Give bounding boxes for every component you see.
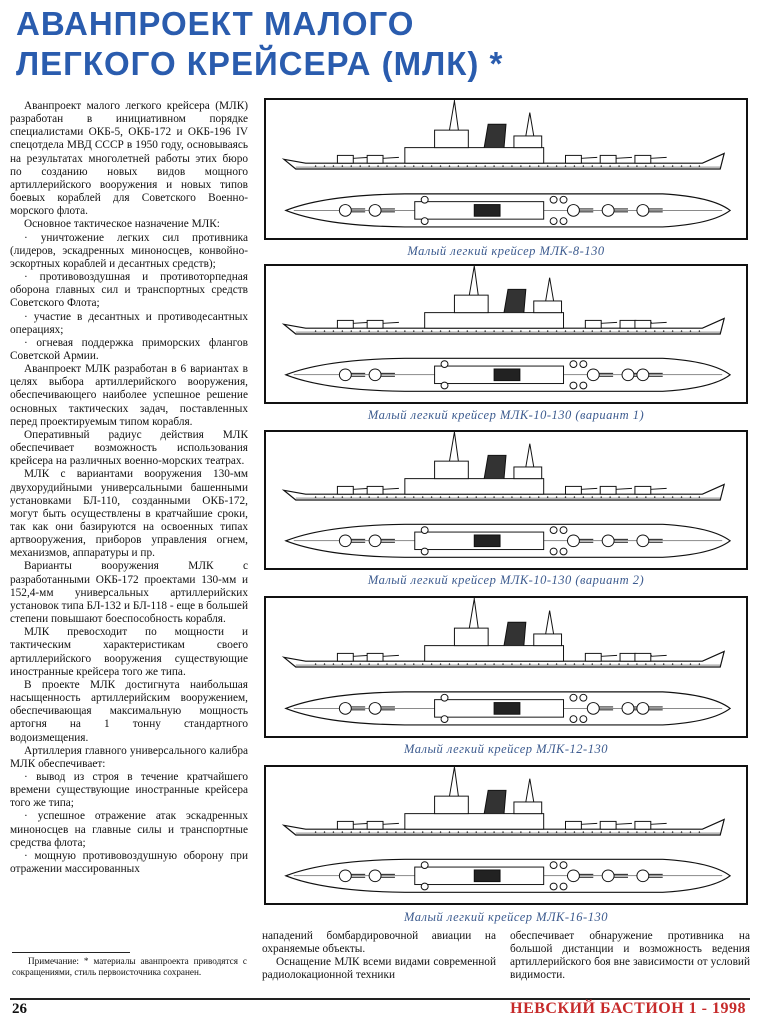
paragraph: Аванпроект МЛК разработан в 6 вариантах … bbox=[10, 363, 248, 428]
figure-caption-3: Малый легкий крейсер МЛК-10-130 (вариант… bbox=[367, 573, 645, 587]
title-line-2: ЛЕГКОГО КРЕЙСЕРА (МЛК) * bbox=[16, 45, 504, 82]
figure-caption-1: Малый легкий крейсер МЛК-8-130 bbox=[407, 244, 605, 258]
ship-drawing bbox=[281, 266, 732, 392]
ship-drawing bbox=[281, 767, 732, 893]
ship-figure-5 bbox=[264, 765, 748, 905]
paragraph: В проекте МЛК достигнута наибольшая насы… bbox=[10, 678, 248, 744]
figure-caption-5: Малый легкий крейсер МЛК-16-130 bbox=[404, 910, 608, 924]
ship-drawing bbox=[281, 598, 732, 726]
ship-drawing bbox=[281, 100, 732, 228]
bullet-item: · противовоздушная и противоторпедная об… bbox=[10, 271, 248, 310]
footnote: Примечание: * материалы аванпроекта прив… bbox=[12, 956, 247, 977]
left-text-column: Аванпроект малого легкого крейсера (МЛК)… bbox=[10, 100, 248, 876]
ship-figure-3 bbox=[264, 430, 748, 570]
bullet-item: · уничтожение легких сил противника (лид… bbox=[10, 231, 248, 270]
paragraph: Артиллерия главного универсального калиб… bbox=[10, 744, 248, 770]
title-line-1: АВАНПРОЕКТ МАЛОГО bbox=[16, 5, 415, 42]
paragraph: Основное тактическое назначение МЛК: bbox=[24, 218, 220, 231]
ship-figure-4 bbox=[264, 596, 748, 738]
ship-figure-1 bbox=[264, 98, 748, 240]
paragraph: МЛК с вариантами вооружения 130-мм двухо… bbox=[10, 468, 248, 560]
article-title: АВАНПРОЕКТ МАЛОГО ЛЕГКОГО КРЕЙСЕРА (МЛК)… bbox=[16, 4, 536, 84]
paragraph: Варианты вооружения МЛК с разработанными… bbox=[10, 560, 248, 626]
paragraph: Оснащение МЛК всеми видами современной р… bbox=[262, 956, 496, 982]
paragraph: обеспечивает обнаружение противника на б… bbox=[510, 930, 750, 982]
magazine-title: НЕВСКИЙ БАСТИОН 1 - 1998 bbox=[510, 1000, 746, 1017]
bottom-text-column-1: нападений бомбардировочной авиации на ох… bbox=[262, 930, 496, 982]
page-number: 26 bbox=[12, 1001, 27, 1017]
ship-figure-2 bbox=[264, 264, 748, 404]
figure-caption-2: Малый легкий крейсер МЛК-10-130 (вариант… bbox=[367, 408, 645, 422]
bullet-item: · вывод из строя в течение кратчайшего в… bbox=[10, 770, 248, 810]
paragraph: МЛК превосходит по мощности и тактически… bbox=[10, 626, 248, 678]
footnote-divider bbox=[12, 952, 130, 953]
bullet-item: · мощную противовоздушную оборону при от… bbox=[10, 849, 248, 876]
paragraph: Оперативный радиус действия МЛК обеспечи… bbox=[10, 428, 248, 468]
bullet-item: · успешное отражение атак эскадренных ми… bbox=[10, 810, 248, 849]
figure-caption-4: Малый легкий крейсер МЛК-12-130 bbox=[404, 742, 608, 756]
paragraph: нападений бомбардировочной авиации на ох… bbox=[262, 930, 496, 956]
bottom-text-column-2: обеспечивает обнаружение противника на б… bbox=[510, 930, 750, 982]
footer-divider bbox=[10, 998, 750, 1000]
bullet-item: · участие в десантных и противодесантных… bbox=[10, 310, 248, 336]
bullet-item: · огневая поддержка приморских флангов С… bbox=[10, 336, 248, 362]
paragraph: Аванпроект малого легкого крейсера (МЛК)… bbox=[10, 100, 248, 218]
ship-drawing bbox=[281, 432, 732, 558]
